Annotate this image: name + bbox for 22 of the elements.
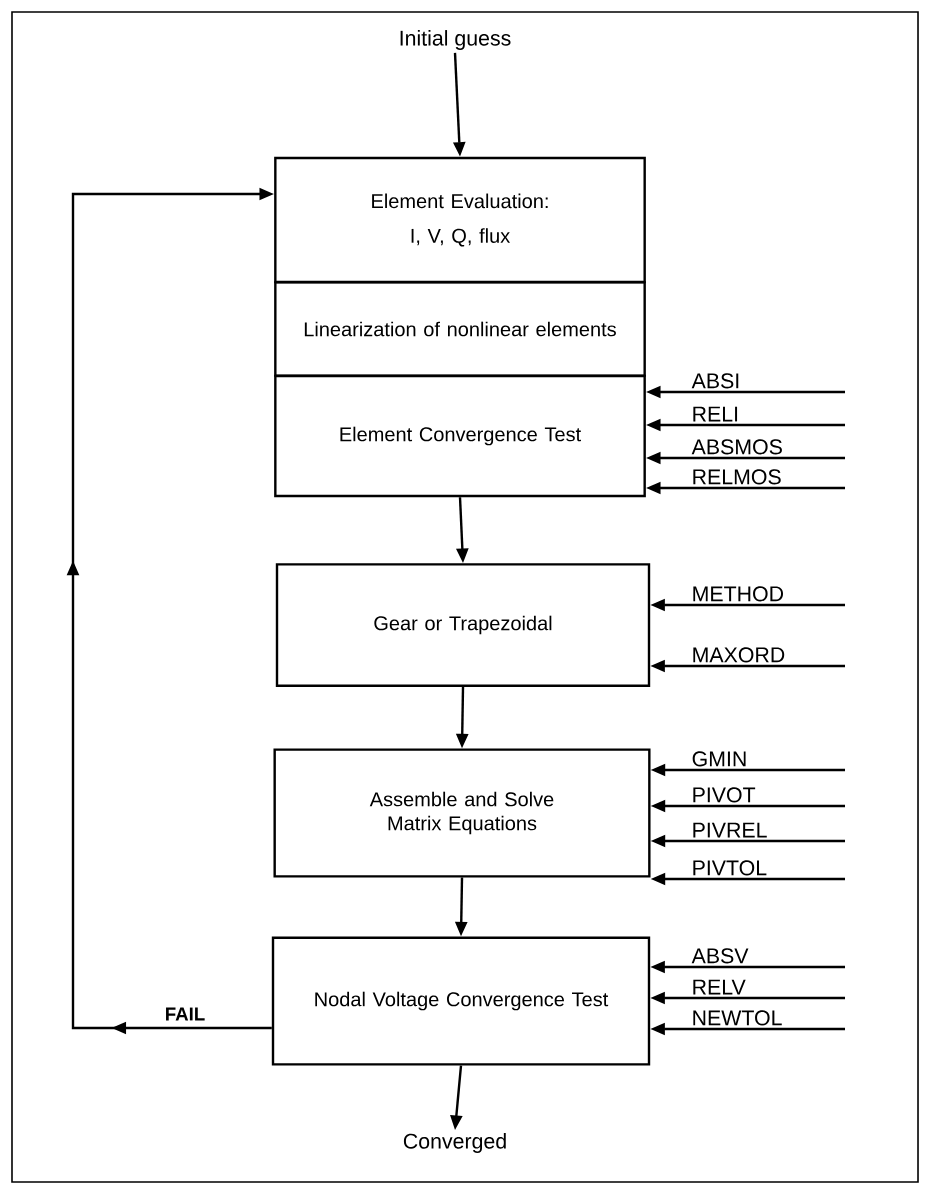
edge-label: METHOD — [690, 584, 786, 603]
edge-label: RELI — [690, 405, 741, 423]
process-box: Assemble and Solve Matrix Equations — [273, 748, 651, 878]
edge-label: ABSI — [690, 371, 742, 390]
process-box: Gear or Trapezoidal — [275, 563, 651, 687]
process-box: Element Evaluation: I, V, Q, flux — [274, 156, 646, 284]
edge-label: MAXORD — [690, 645, 787, 664]
process-box: Nodal Voltage Convergence Test — [271, 936, 651, 1066]
edge-label: NEWTOL — [690, 1009, 784, 1027]
edge-label: PIVOT — [690, 785, 757, 804]
edge-label: FAIL — [163, 1006, 207, 1022]
flow-label: Converged — [403, 1133, 506, 1153]
process-box: Element Convergence Test — [274, 374, 646, 498]
edge-label: PIVTOL — [690, 858, 769, 877]
edge-label: GMIN — [690, 749, 749, 768]
edge-label: PIVREL — [690, 821, 769, 839]
edge-label: ABSV — [690, 946, 750, 965]
edge-label: RELV — [690, 978, 748, 996]
edge-label: ABSMOS — [690, 437, 785, 456]
edge-label: RELMOS — [690, 467, 784, 486]
flow-label: Initial guess — [400, 30, 511, 50]
process-box: Linearization of nonlinear elements — [274, 281, 646, 377]
